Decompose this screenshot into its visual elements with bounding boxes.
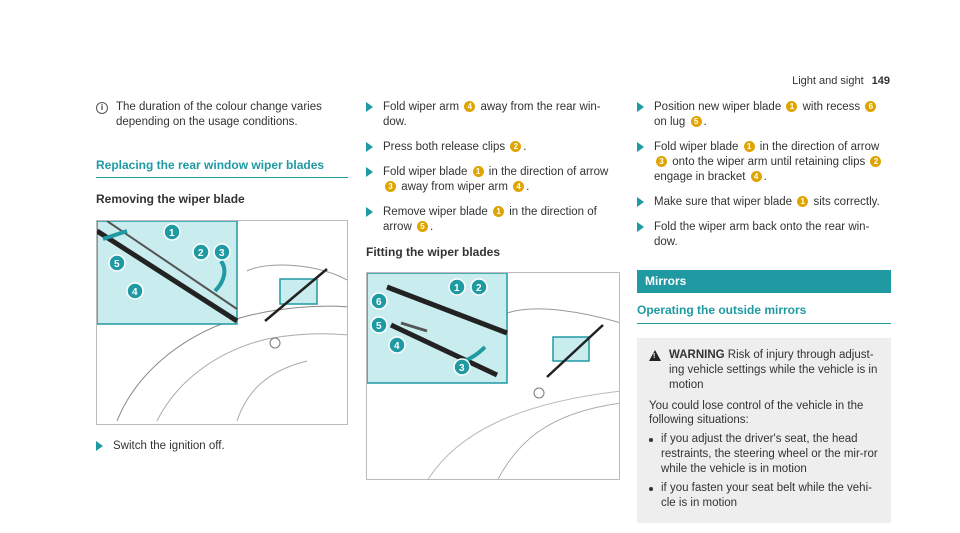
svg-text:4: 4 [132,287,138,298]
step-text: Switch the ignition off. [113,440,225,453]
warning-box: ! WARNING Risk of injury through adjust-… [637,337,891,524]
step-arrow-icon [366,166,373,177]
info-icon: i [96,102,108,114]
warning-label: WARNING [669,348,725,361]
svg-text:5: 5 [376,321,382,332]
step-remove-blade: Remove wiper blade 1 in the direction of… [366,205,620,235]
step-fold-blade-onto-arm: Fold wiper blade 1 in the direction of a… [637,140,891,185]
step-arrow-icon [366,102,373,112]
step-fold-blade: Fold wiper blade 1 in the direction of a… [366,165,620,195]
warning-text: Risk of injury through adjust-ing vehicl… [669,348,878,391]
step-fold-arm-back: Fold the wiper arm back onto the rear wi… [637,220,891,250]
svg-text:4: 4 [394,341,400,352]
column-2: Fold wiper arm 4 away from the rear win-… [366,100,620,494]
warning-list: if you adjust the driver's seat, the hea… [649,432,879,511]
section-title: Replacing the rear window wiper blades [96,158,348,179]
fitting-title: Fitting the wiper blades [366,244,501,259]
step-arrow-icon [366,206,373,217]
svg-text:2: 2 [198,248,204,259]
illustration-removing: 1 2 3 4 5 [96,220,348,426]
page-header: Light and sight 149 [792,74,890,88]
step-arrow-icon [637,196,644,207]
page-number: 149 [871,75,890,87]
warning-body: You could lose control of the vehicle in… [649,399,864,427]
svg-text:1: 1 [454,283,460,294]
note-text: The duration of the colour change varies… [116,101,322,128]
car-rear-illustration: 1 2 3 4 5 6 [367,273,619,480]
step-check-blade: Make sure that wiper blade 1 sits correc… [637,195,891,210]
section-name: Light and sight [792,75,864,87]
warning-icon: ! [649,349,661,361]
step-ignition: Switch the ignition off. [96,439,348,454]
step-fold-arm: Fold wiper arm 4 away from the rear win-… [366,100,620,130]
step-arrow-icon [366,141,373,152]
step-arrow-icon [637,141,644,152]
step-position-blade: Position new wiper blade 1 with recess 6… [637,100,891,130]
car-rear-illustration: 1 2 3 4 5 [97,221,347,422]
svg-text:3: 3 [459,363,465,374]
removing-title: Removing the wiper blade [96,192,245,207]
step-arrow-icon [637,102,644,112]
outside-mirrors-title: Operating the outside mirrors [637,303,891,324]
step-arrow-icon [96,441,103,452]
column-1: i The duration of the colour change vari… [96,100,348,464]
svg-text:3: 3 [219,248,225,259]
info-note: i The duration of the colour change vari… [96,100,348,130]
illustration-fitting: 1 2 3 4 5 6 [366,272,620,481]
column-3: Position new wiper blade 1 with recess 6… [637,100,891,524]
step-press-clips: Press both release clips 2. [366,140,620,155]
list-item: if you adjust the driver's seat, the hea… [649,432,879,477]
svg-text:6: 6 [376,297,382,308]
svg-text:5: 5 [114,259,120,270]
list-item: if you fasten your seat belt while the v… [649,481,879,511]
svg-text:1: 1 [169,228,175,239]
step-arrow-icon [637,221,644,232]
section-band-mirrors: Mirrors [637,269,891,294]
svg-text:2: 2 [476,283,482,294]
